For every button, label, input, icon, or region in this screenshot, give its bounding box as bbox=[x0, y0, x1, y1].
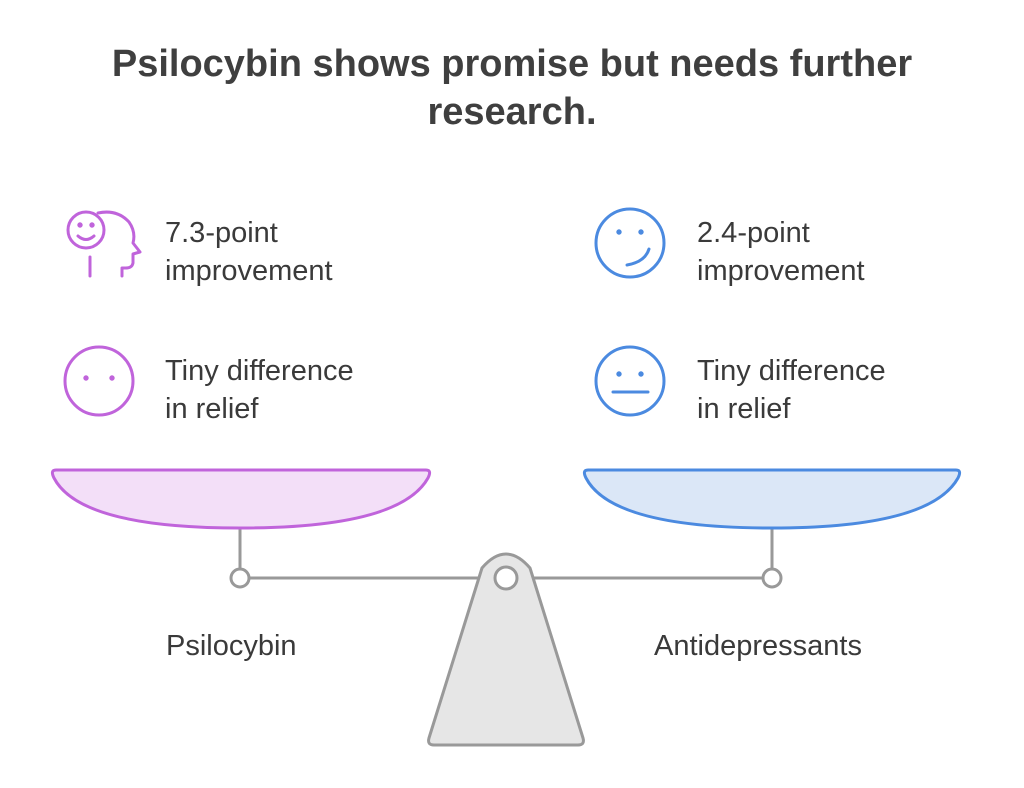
left-pivot-ring bbox=[229, 567, 251, 589]
antidepressants-relief-text: Tiny difference in relief bbox=[697, 355, 886, 425]
smiling-head-profile-icon bbox=[66, 210, 142, 278]
psilocybin-pan bbox=[50, 468, 432, 530]
psilocybin-improvement-text: 7.3-point improvement bbox=[165, 217, 333, 287]
right-pivot-ring bbox=[761, 567, 783, 589]
antidepressants-improvement-text: 2.4-point improvement bbox=[697, 217, 865, 287]
antidepressants-label: Antidepressants bbox=[654, 630, 862, 662]
antidepressants-pan bbox=[582, 468, 962, 530]
diagram-title: Psilocybin shows promise but needs furth… bbox=[111, 43, 913, 133]
fulcrum-stand bbox=[427, 552, 585, 747]
straight-mouth-face-icon bbox=[594, 345, 666, 417]
neutral-face-icon bbox=[63, 345, 135, 417]
psilocybin-relief-text: Tiny difference in relief bbox=[165, 355, 354, 425]
smiling-face-icon bbox=[594, 207, 666, 279]
psilocybin-label: Psilocybin bbox=[166, 630, 297, 662]
fulcrum-pivot bbox=[493, 565, 519, 591]
